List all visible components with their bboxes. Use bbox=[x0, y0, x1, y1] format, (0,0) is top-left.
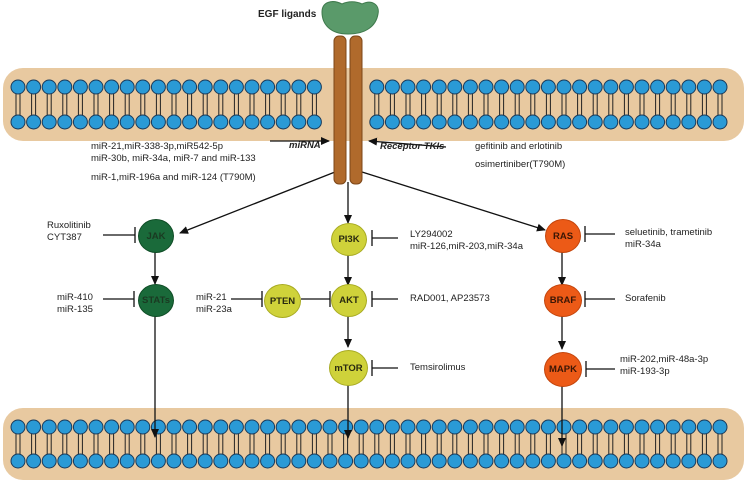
mapk-node: MAPK bbox=[544, 352, 582, 387]
mtor-inhibitor-1: Temsirolimus bbox=[410, 362, 466, 373]
egfr-receptor bbox=[333, 35, 363, 185]
stats-inhibitor-1: miR-410 bbox=[57, 292, 93, 303]
egf-ligand bbox=[321, 1, 379, 35]
tki-arrow bbox=[368, 137, 447, 148]
pathway-arrows bbox=[151, 137, 566, 447]
egf-ligands-label: EGF ligands bbox=[258, 9, 317, 20]
inhibition-bars bbox=[103, 226, 615, 377]
mirna-label: miRNA bbox=[289, 140, 321, 151]
ras-node: RAS bbox=[545, 219, 581, 253]
jak-node: JAK bbox=[138, 219, 174, 253]
braf-inhibitor-1: Sorafenib bbox=[625, 293, 666, 304]
mirna-line-1: miR-21,miR-338-3p,miR542-5p bbox=[91, 141, 223, 152]
ras-inhibitor-2: miR-34a bbox=[625, 239, 661, 250]
jak-inhibitor-1: Ruxolitinib bbox=[47, 220, 91, 231]
jak-inhibitor-2: CYT387 bbox=[47, 232, 82, 243]
mirna-line-2: miR-30b, miR-34a, miR-7 and miR-133 bbox=[91, 153, 256, 164]
receptor-tki-label: Receptor TKIs bbox=[380, 141, 445, 152]
bottom-membrane bbox=[3, 408, 744, 480]
akt-node: AKT bbox=[331, 284, 367, 317]
mtor-node: mTOR bbox=[329, 350, 368, 386]
pi3k-node: PI3K bbox=[331, 223, 367, 256]
stats-node: STATs bbox=[138, 284, 174, 317]
braf-node: BRAF bbox=[544, 284, 582, 317]
receptor-to-jak-arrow bbox=[179, 171, 336, 234]
akt-inhibitor-1: RAD001, AP23573 bbox=[410, 293, 490, 304]
pten-node: PTEN bbox=[264, 284, 301, 318]
top-lipid-bilayer bbox=[10, 79, 728, 130]
bottom-lipid-bilayer bbox=[10, 419, 728, 469]
top-membrane bbox=[3, 68, 744, 141]
mapk-inhibitor-2: miR-193-3p bbox=[620, 366, 670, 377]
receptor-to-ras-arrow bbox=[361, 171, 546, 232]
ras-inhibitor-1: seluetinib, trametinib bbox=[625, 227, 713, 238]
mapk-inhibitor-1: miR-202,miR-48a-3p bbox=[620, 354, 709, 365]
pi3k-inhibitor-1: LY294002 bbox=[410, 229, 453, 240]
tki-line-1: gefitinib and erlotinib bbox=[475, 141, 563, 152]
tki-line-2: osimertiniber(T790M) bbox=[475, 159, 566, 170]
pten-inhibitor-2: miR-23a bbox=[196, 304, 232, 315]
pi3k-inhibitor-2: miR-126,miR-203,miR-34a bbox=[410, 241, 523, 252]
pten-inhibitor-1: miR-21 bbox=[196, 292, 227, 303]
mirna-line-3: miR-1,miR-196a and miR-124 (T790M) bbox=[91, 172, 256, 183]
stats-inhibitor-2: miR-135 bbox=[57, 304, 93, 315]
